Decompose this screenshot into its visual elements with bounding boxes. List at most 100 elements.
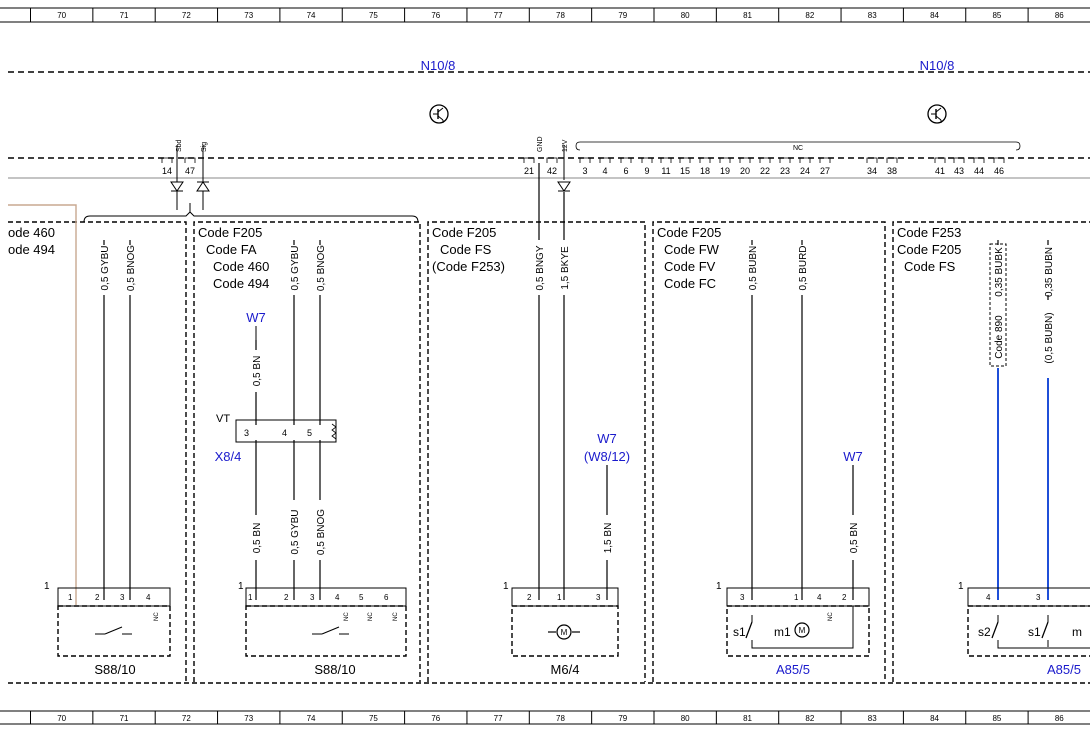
switch-label: s1 (733, 625, 746, 639)
component-a85-5-right: 1 4 3 s2 s1 m A85/5 (958, 581, 1090, 677)
pin-socket (620, 157, 632, 163)
ruler-column-label: 84 (930, 11, 939, 20)
wire-label: 0,5 GYBU (290, 245, 301, 290)
wire-label: 0,5 BNGY (535, 245, 546, 290)
ruler-column-label: 73 (244, 11, 253, 20)
component-label-m6-4[interactable]: M6/4 (551, 662, 580, 677)
code-label: Code F205 (897, 242, 961, 257)
switch-label: s2 (978, 625, 991, 639)
wire-tan (8, 204, 77, 605)
motor-icon: M (548, 624, 580, 640)
ruler-column-label: 85 (992, 714, 1001, 723)
ruler-column-label: 82 (805, 714, 814, 723)
pin-number: 4 (282, 428, 287, 438)
transistor-icon (429, 104, 449, 124)
code-label: ode 494 (8, 242, 55, 257)
connector-x8-4: VT 3 4 5 (216, 413, 337, 443)
pin-socket (719, 157, 731, 163)
code-890-box (989, 243, 1007, 367)
wire-label: 0,5 GYBU (290, 509, 301, 554)
pin-label-12v: 12V (562, 139, 569, 152)
pin-socket (779, 157, 791, 163)
connector-pin-number: 44 (974, 166, 984, 176)
pin-socket (599, 157, 611, 163)
component-label-n10-8-right[interactable]: N10/8 (920, 58, 955, 73)
pin-label-sbd: Sbd (176, 139, 183, 152)
pin-socket (579, 157, 591, 163)
ruler-column-label: 84 (930, 714, 939, 723)
ruler-column-label: 75 (369, 714, 378, 723)
ruler-column-label: 86 (1055, 11, 1064, 20)
component-label-a85-5[interactable]: A85/5 (1047, 662, 1081, 677)
wire-label: (0,5 BUBN) (1044, 312, 1055, 363)
ruler-column-label: 77 (494, 714, 503, 723)
pin-number: 5 (359, 593, 364, 602)
ruler-column-label: 76 (431, 714, 440, 723)
wire-label: 0,5 BN (252, 523, 263, 554)
ruler-column-label: 74 (307, 714, 316, 723)
pin-socket (993, 157, 1005, 163)
component-label-s88-10[interactable]: S88/10 (94, 662, 135, 677)
pin-number: 4 (986, 593, 991, 602)
pin-number: 2 (527, 593, 532, 602)
connector-ref-x8-4[interactable]: X8/4 (215, 449, 242, 464)
wire-label: 1,5 BN (603, 523, 614, 554)
connector-pin-number: 3 (582, 166, 587, 176)
connector-pin-number: 14 (162, 166, 172, 176)
motor-label: M (799, 626, 806, 635)
code-label: Code F205 (432, 225, 496, 240)
connector-pin-number: 27 (820, 166, 830, 176)
component-label-a85-5[interactable]: A85/5 (776, 662, 810, 677)
pin-socket (546, 157, 558, 163)
pin-socket (739, 157, 751, 163)
pin-number: 1 (794, 593, 799, 602)
code-block-0: ode 460 ode 494 (8, 225, 55, 257)
connector-pin-number: 4 (602, 166, 607, 176)
ruler-column-label: 86 (1055, 714, 1064, 723)
pin-number: 1 (68, 593, 73, 602)
ground-ref-w7[interactable]: W7 (246, 310, 266, 325)
ruler-column-label: 83 (868, 11, 877, 20)
ruler-column-label: 79 (618, 714, 627, 723)
code-label: Code F205 (198, 225, 262, 240)
component-label-s88-10[interactable]: S88/10 (314, 662, 355, 677)
pin-number: 3 (1036, 593, 1041, 602)
pin-number: 3 (310, 593, 315, 602)
code-label: Code FS (440, 242, 492, 257)
pin-socket (866, 157, 878, 163)
ground-ref-w7[interactable]: W7 (597, 431, 617, 446)
component-a85-5-left: 1 3 1 4 2 NC s1 M m1 A85/5 (716, 581, 870, 677)
code-label: Code FV (664, 259, 716, 274)
pin-socket (934, 157, 946, 163)
connector-pin-number: 9 (644, 166, 649, 176)
component-label-n10-8-left[interactable]: N10/8 (421, 58, 456, 73)
wire-label: 1,5 BKYE (560, 246, 571, 290)
code-block-4: Code F253 Code F205 Code FS (897, 225, 961, 274)
pin-number: 3 (596, 593, 601, 602)
ruler-column-label: 80 (681, 714, 690, 723)
pin-socket (184, 157, 196, 163)
ruler-column-label: 71 (120, 11, 129, 20)
code-label: Code F253 (897, 225, 961, 240)
connector-pin-number: 6 (623, 166, 628, 176)
ruler-column-label: 76 (431, 11, 440, 20)
switch-label: s1 (1028, 625, 1041, 639)
ground-ref-w7[interactable]: W7 (843, 449, 863, 464)
pin-number: 2 (95, 593, 100, 602)
ruler-column-label: 80 (681, 11, 690, 20)
connector-pin-number: 38 (887, 166, 897, 176)
pin-socket (886, 157, 898, 163)
code-label: Code 460 (213, 259, 269, 274)
motor-label: m1 (774, 625, 791, 639)
connector-pin-number: 19 (720, 166, 730, 176)
ref-one: 1 (238, 581, 244, 592)
ground-ref-w8-12[interactable]: (W8/12) (584, 449, 630, 464)
pin-number: 1 (557, 593, 562, 602)
ref-one: 1 (503, 581, 509, 592)
pin-socket (953, 157, 965, 163)
ruler-column-label: 72 (182, 714, 191, 723)
pin-socket (161, 157, 173, 163)
pin-label-gnd: GND (537, 136, 544, 152)
